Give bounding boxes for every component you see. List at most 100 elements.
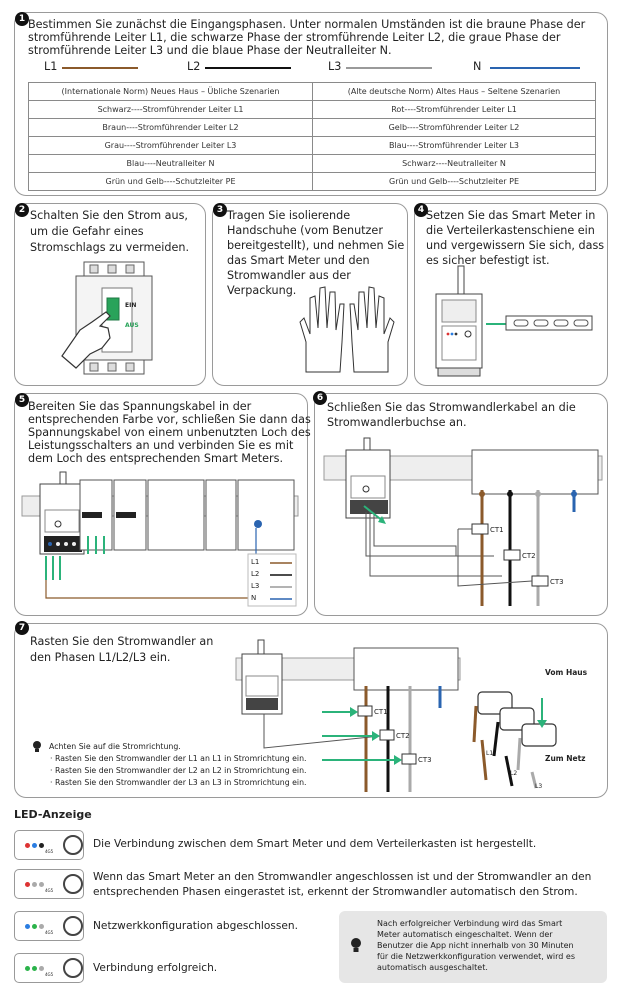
step3-number: 3 <box>213 203 227 217</box>
table-row: Grün und Gelb----Schutzleiter PE Grün un… <box>28 172 596 191</box>
tip-line-l3: · Rasten Sie den Stromwandler der L3 an … <box>50 778 307 787</box>
step6-ct2-label: CT2 <box>522 552 536 560</box>
step5-text-line-4: Leistungsschalters an und verbinden Sie … <box>28 439 294 452</box>
legend-label-l2: L2 <box>187 60 201 73</box>
step7-ct1-label: CT1 <box>374 708 388 716</box>
step6-text-line-1: Schließen Sie das Stromwandlerkabel an d… <box>327 401 576 414</box>
tip-line-l2: · Rasten Sie den Stromwandler der L2 an … <box>50 766 307 775</box>
led-box-label: 4G5 <box>45 849 54 854</box>
led-box-label: 4G5 <box>45 972 54 977</box>
step5-text-line-3: Spannungskabel von einem unbenutzten Loc… <box>28 426 311 439</box>
ct-clamps-illustration <box>472 691 557 789</box>
led-dot <box>32 843 37 848</box>
table-header-cell: (Internationale Norm) Neues Haus – Üblic… <box>28 82 313 101</box>
legend-line-n <box>490 67 580 69</box>
led-description: Netzwerkkonfiguration abgeschlossen. <box>93 920 298 932</box>
table-cell: Blau----Neutralleiter N <box>28 154 313 173</box>
auto-off-note: Nach erfolgreicher Verbindung wird das S… <box>339 911 607 983</box>
led-dot <box>25 843 30 848</box>
step4-text-line-4: es sicher befestigt ist. <box>426 254 550 267</box>
switch-off-label: AUS <box>125 322 139 329</box>
step5-number: 5 <box>15 393 29 407</box>
led-indicator: 4G5 <box>14 911 84 941</box>
step5-text-line-2: entsprechenden Farbe vor, schließen Sie … <box>28 413 311 426</box>
step3-text-line-6: Verpackung. <box>227 284 297 297</box>
step6-ct1-label: CT1 <box>490 526 504 534</box>
lightbulb-icon <box>33 741 41 752</box>
led-dot <box>32 924 37 929</box>
led-description-line-2: entsprechenden Phasen eingerastet ist, e… <box>93 886 578 898</box>
led-dot <box>39 924 44 929</box>
table-row: Braun----Stromführender Leiter L2 Gelb--… <box>28 118 596 137</box>
led-indicator: 4G5 <box>14 869 84 899</box>
vom-haus-label: Vom Haus <box>545 668 588 677</box>
step3-text-line-1: Tragen Sie isolierende <box>227 209 351 222</box>
switch-on-label: EIN <box>125 302 136 309</box>
table-cell: Schwarz----Stromführender Leiter L1 <box>28 100 313 119</box>
ct-phase-l3-label: L3 <box>535 783 543 790</box>
step1-text-line-3: stromführende Leiter L3 und die blaue Ph… <box>28 44 392 57</box>
led-dot <box>25 924 30 929</box>
step6-ct3-label: CT3 <box>550 578 564 586</box>
led-indicator: 4G5 <box>14 953 84 983</box>
table-header-row: (Internationale Norm) Neues Haus – Üblic… <box>28 82 596 101</box>
step3-text-line-4: das Smart Meter und den <box>227 254 370 267</box>
step2-text-line-3: Stromschlags zu vermeiden. <box>30 241 190 254</box>
ct-wiring-diagram: CT1 CT2 CT3 <box>323 437 603 606</box>
legend-label-l1: L1 <box>44 60 58 73</box>
tip-title: Achten Sie auf die Stromrichtung. <box>49 742 181 751</box>
legend-line-l3 <box>346 67 432 69</box>
lightbulb-icon <box>351 938 361 952</box>
led-description: Verbindung erfolgreich. <box>93 962 218 974</box>
ct-phase-l2-label: L2 <box>510 770 518 777</box>
led-row-3: 4G5 Netzwerkkonfiguration abgeschlossen. <box>14 911 622 941</box>
legend-label-l3: L3 <box>328 60 342 73</box>
table-cell: Grün und Gelb----Schutzleiter PE <box>312 172 596 191</box>
step1-number: 1 <box>15 12 29 26</box>
tip-line-l1: · Rasten Sie den Stromwandler der L1 an … <box>50 754 307 763</box>
led-section-title: LED-Anzeige <box>14 808 92 821</box>
led-description: Die Verbindung zwischen dem Smart Meter … <box>93 838 537 850</box>
led-box-label: 4G5 <box>45 930 54 935</box>
step6-text-line-2: Stromwandlerbuchse an. <box>327 416 467 429</box>
legend-line-l1 <box>62 67 138 69</box>
ct-phase-l1-label: L1 <box>486 750 494 757</box>
step2-number: 2 <box>15 203 29 217</box>
table-cell: Rot----Stromführender Leiter L1 <box>312 100 596 119</box>
led-dot <box>32 882 37 887</box>
voltage-wiring-diagram <box>21 471 299 607</box>
step5-legend-n: N <box>251 594 257 602</box>
led-dot <box>39 966 44 971</box>
power-icon <box>63 835 83 855</box>
ct-clamp-diagram: CT1 CT2 CT3 <box>235 639 461 792</box>
led-dot <box>39 843 44 848</box>
note-line-4: für die Netzwerkkonfiguration verwendet,… <box>377 952 575 961</box>
step3-text-line-2: Handschuhe (vom Benutzer <box>227 224 383 237</box>
led-dot <box>32 966 37 971</box>
note-line-3: Benutzer die App nicht innerhalb von 30 … <box>377 941 574 950</box>
step7-text-line-1: Rasten Sie den Stromwandler an <box>30 635 214 648</box>
table-cell: Schwarz----Neutralleiter N <box>312 154 596 173</box>
legend-line-l2 <box>205 67 291 69</box>
step5-legend-l2: L2 <box>251 570 260 578</box>
legend-label-n: N <box>473 60 482 73</box>
table-cell: Grau----Stromführender Leiter L3 <box>28 136 313 155</box>
table-cell: Gelb----Stromführender Leiter L2 <box>312 118 596 137</box>
table-cell: Braun----Stromführender Leiter L2 <box>28 118 313 137</box>
table-cell: Grün und Gelb----Schutzleiter PE <box>28 172 313 191</box>
led-dot <box>25 882 30 887</box>
step7-text-line-2: den Phasen L1/L2/L3 ein. <box>30 651 171 664</box>
step4-number: 4 <box>414 203 428 217</box>
step4-text-line-3: und vergewissern Sie sich, dass <box>426 239 605 252</box>
note-line-1: Nach erfolgreicher Verbindung wird das S… <box>377 919 563 928</box>
step7-number: 7 <box>15 621 29 635</box>
gloves-illustration <box>299 286 395 373</box>
step1-text-line-1: Bestimmen Sie zunächst die Eingangsphase… <box>28 18 586 31</box>
step4-text-line-2: die Verteilerkastenschiene ein <box>426 224 595 237</box>
step1-text-line-2: stromführende Leiter L1, die schwarze Ph… <box>28 31 561 44</box>
step5-legend-l3: L3 <box>251 582 260 590</box>
led-box-label: 4G5 <box>45 888 54 893</box>
power-icon <box>63 958 83 978</box>
table-cell: Blau----Stromführender Leiter L3 <box>312 136 596 155</box>
step4-text-line-1: Setzen Sie das Smart Meter in <box>426 209 596 222</box>
